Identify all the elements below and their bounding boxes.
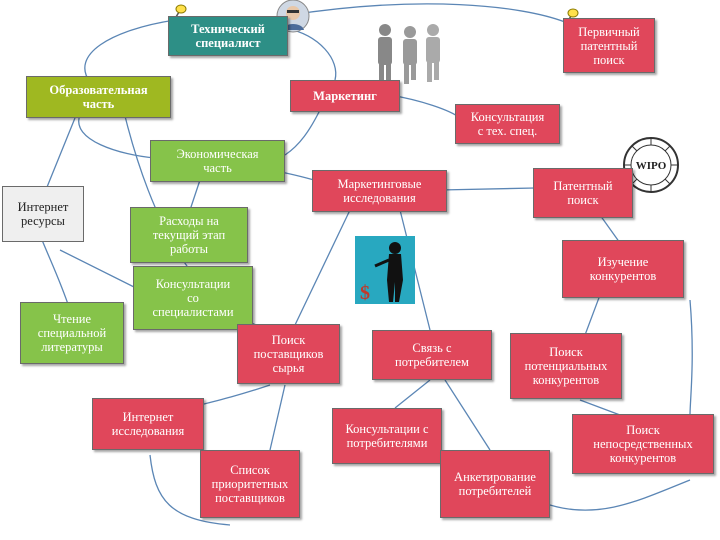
line-education-internet <box>44 117 76 193</box>
line-market-patent <box>439 187 536 191</box>
arc-tech-marketing <box>284 27 337 81</box>
node-competitors-study: Изучение конкурентов <box>562 240 684 298</box>
node-label: Консультации со специалистами <box>152 277 234 319</box>
line-competitors-potential <box>584 294 601 336</box>
node-label: Расходы на текущий этап работы <box>152 214 226 256</box>
line-supplier-priority <box>269 384 286 451</box>
node-label: Поиск поставщиков сырья <box>253 333 324 375</box>
arc-education-economic <box>78 114 156 159</box>
node-technical-specialist: Технический специалист <box>168 16 288 56</box>
node-label: Интернет исследования <box>111 410 185 438</box>
line-reading-consult <box>59 249 141 291</box>
arc-marketing-consult <box>389 94 461 119</box>
node-marketing: Маркетинг <box>290 80 400 112</box>
node-label: Поиск потенциальных конкурентов <box>524 345 608 387</box>
node-potential-competitors: Поиск потенциальных конкурентов <box>510 333 622 399</box>
wipo-logo-icon: WIPO <box>623 137 679 193</box>
wipo-logo-text: WIPO <box>636 160 667 172</box>
node-label: Маркетинговые исследования <box>337 177 422 205</box>
node-supplier-search: Поиск поставщиков сырья <box>237 324 340 384</box>
dollar-sign: $ <box>360 282 370 304</box>
line-right-vertical <box>689 299 693 416</box>
node-consult-specialists: Консультации со специалистами <box>133 266 253 330</box>
node-current-costs: Расходы на текущий этап работы <box>130 207 248 263</box>
arc-tech-education <box>84 19 176 83</box>
line-bottom-curve <box>149 454 231 526</box>
node-label: Первичный патентный поиск <box>578 24 640 67</box>
node-priority-suppliers: Список приоритетных поставщиков <box>200 450 300 518</box>
line-consumer-consult <box>394 379 431 409</box>
line-market-supplier <box>294 209 351 326</box>
node-special-literature: Чтение специальной литературы <box>20 302 124 364</box>
node-label: Изучение конкурентов <box>589 255 657 283</box>
line-economic-current <box>189 179 201 211</box>
node-label: Консультация с тех. спец. <box>470 110 545 138</box>
node-consult-tech: Консультация с тех. спец. <box>455 104 560 144</box>
node-label: Экономическая часть <box>176 147 259 175</box>
node-label: Поиск непосредственных конкурентов <box>593 423 693 465</box>
line-market-consumer <box>399 209 431 331</box>
node-label: Связь с потребителем <box>395 341 469 369</box>
node-label: Патентный поиск <box>553 179 613 207</box>
node-economic-part: Экономическая часть <box>150 140 285 182</box>
node-label: Анкетирование потребителей <box>454 470 536 498</box>
node-label: Маркетинг <box>313 89 377 103</box>
line-consumer-survey <box>444 379 491 451</box>
node-internet-resources: Интернет ресурсы <box>2 186 84 242</box>
node-label: Интернет ресурсы <box>17 200 69 228</box>
line-internet-reading <box>39 234 71 311</box>
businesswoman-icon <box>355 236 415 304</box>
node-label: Чтение специальной литературы <box>37 312 107 354</box>
node-consumer-survey: Анкетирование потребителей <box>440 450 550 518</box>
node-education-part: Образовательная часть <box>26 76 171 118</box>
arc-tech-primary <box>289 3 566 23</box>
node-label: Технический специалист <box>191 22 265 50</box>
node-label: Консультации с потребителями <box>345 422 429 450</box>
arc-marketing-economic <box>284 109 321 156</box>
people-silhouettes-icon <box>378 24 440 86</box>
node-consumer-consultations: Консультации с потребителями <box>332 408 442 464</box>
node-label: Образовательная часть <box>49 83 148 111</box>
node-internet-research: Интернет исследования <box>92 398 204 450</box>
node-patent-search: Патентный поиск <box>533 168 633 218</box>
node-label: Список приоритетных поставщиков <box>211 463 289 505</box>
line-supplier-internetres <box>199 384 271 406</box>
node-direct-competitors: Поиск непосредственных конкурентов <box>572 414 714 474</box>
line-potential-direct <box>579 399 621 416</box>
line-patent-competitors <box>599 214 621 244</box>
node-consumer-link: Связь с потребителем <box>372 330 492 380</box>
node-primary-patent-search: Первичный патентный поиск <box>563 18 655 73</box>
node-marketing-research: Маркетинговые исследования <box>312 170 447 212</box>
line-bottom-right <box>549 479 691 511</box>
